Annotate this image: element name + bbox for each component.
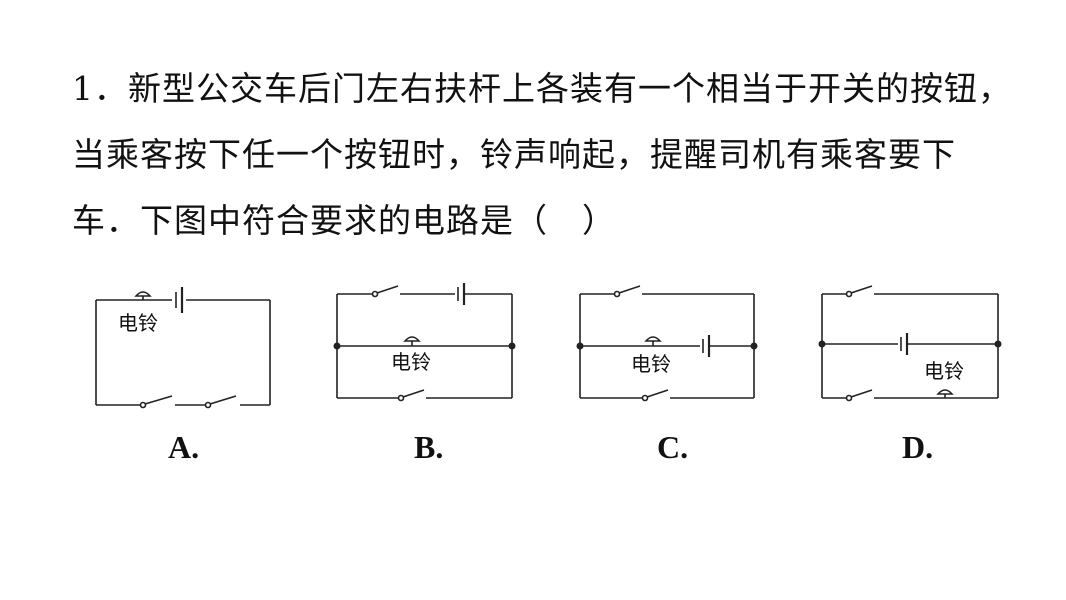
switch-icon: [845, 285, 873, 298]
wire: [821, 294, 999, 398]
bell-label: 电铃: [391, 350, 431, 374]
option-a-label: A.: [168, 429, 199, 465]
junction-dot: [818, 340, 826, 348]
battery-icon: [702, 335, 711, 357]
battery-icon: [457, 283, 466, 305]
switch-icon: [139, 395, 173, 409]
circuit-diagram-d: 电铃 D.: [818, 285, 1002, 465]
bell-icon: [134, 291, 152, 300]
wire: [95, 300, 271, 405]
circuit-diagram-a: 电铃 A.: [95, 287, 271, 465]
switch-icon: [845, 389, 873, 402]
switch-icon: [371, 285, 399, 298]
question-line-2: 当乘客按下任一个按钮时，铃声响起，提醒司机有乘客要下: [72, 135, 956, 174]
switch-icon: [397, 389, 425, 402]
junction-dot: [750, 342, 758, 350]
battery-icon: [900, 333, 909, 355]
junction-dot: [994, 340, 1002, 348]
battery-icon: [175, 287, 184, 313]
option-b-label: B.: [414, 429, 443, 465]
switch-icon: [613, 285, 641, 298]
option-c-label: C.: [657, 429, 688, 465]
bell-label: 电铃: [118, 311, 158, 335]
bell-icon: [936, 389, 954, 398]
junction-dot: [333, 342, 341, 350]
bell-icon: [403, 336, 421, 346]
junction-dot: [508, 342, 516, 350]
circuit-diagram-c: 电铃 C.: [576, 285, 758, 465]
bell-label: 电铃: [924, 359, 964, 383]
junction-dot: [576, 342, 584, 350]
bell-label: 电铃: [631, 352, 671, 376]
option-d-label: D.: [902, 429, 933, 465]
question-line-3: 车．下图中符合要求的电路是（ ）: [72, 201, 616, 240]
switch-icon: [204, 395, 237, 409]
bell-icon: [644, 336, 662, 346]
circuit-diagram-b: 电铃 B.: [333, 283, 516, 465]
question-line-1: 1．新型公交车后门左右扶杆上各装有一个相当于开关的按钮，: [72, 69, 1012, 108]
switch-icon: [641, 389, 669, 402]
